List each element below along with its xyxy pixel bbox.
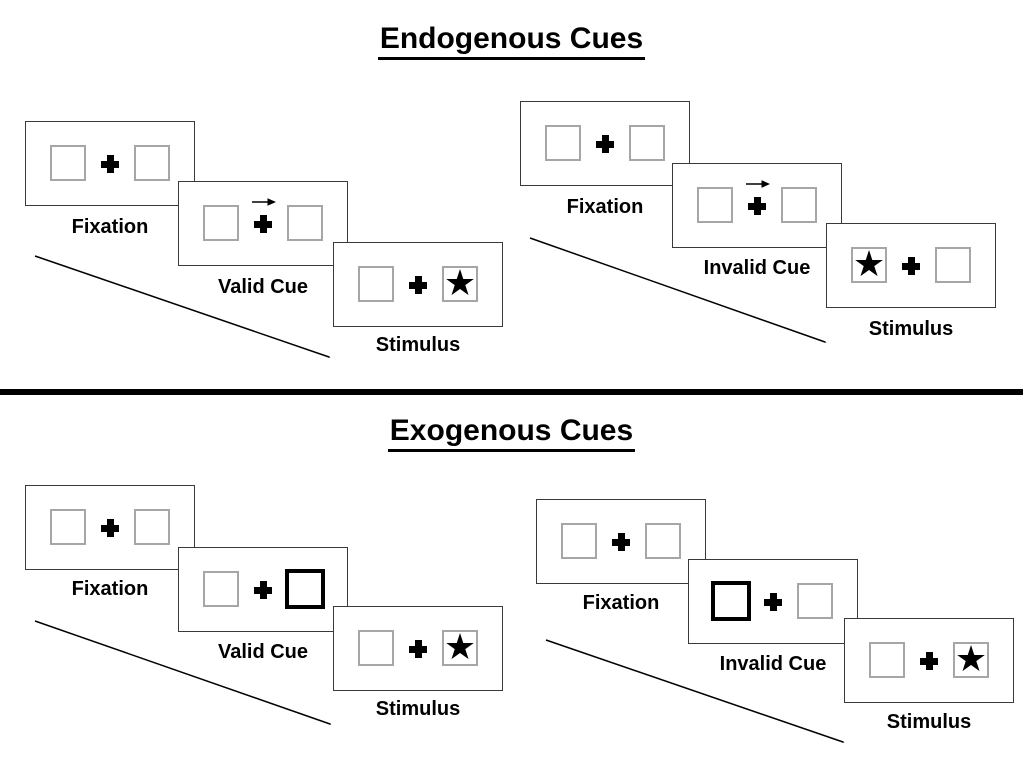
right-arrow-cue-icon xyxy=(252,198,276,206)
fixation-cross-icon xyxy=(920,652,938,670)
fixation-label: Fixation xyxy=(71,216,149,238)
left-box xyxy=(203,205,239,241)
fixation-cross-icon xyxy=(748,197,766,215)
valid-cue-label: Valid Cue xyxy=(217,276,309,298)
section-divider xyxy=(0,389,1023,395)
fixation-cross-icon xyxy=(409,640,427,658)
right-box xyxy=(645,523,681,559)
left-box-cue-highlight xyxy=(711,581,751,621)
fixation-panel xyxy=(536,499,706,584)
right-box xyxy=(629,125,665,161)
stimulus-panel: ★ xyxy=(333,606,503,691)
left-box xyxy=(358,266,394,302)
fixation-panel xyxy=(25,485,195,570)
fixation-cross-icon xyxy=(409,276,427,294)
right-box xyxy=(797,583,833,619)
timeline-arrow-endogenous-invalid xyxy=(529,237,825,342)
fixation-cross-icon xyxy=(101,155,119,173)
stimulus-panel: ★ xyxy=(826,223,996,308)
stimulus-label: Stimulus xyxy=(375,334,461,356)
right-arrow-cue-icon xyxy=(746,180,770,188)
star-stimulus-icon: ★ xyxy=(954,639,988,680)
valid-cue-label: Valid Cue xyxy=(217,641,309,663)
right-box xyxy=(781,187,817,223)
fixation-label: Fixation xyxy=(71,578,149,600)
left-box xyxy=(50,145,86,181)
stimulus-label: Stimulus xyxy=(886,711,972,733)
fixation-cross-icon xyxy=(254,215,272,233)
right-box xyxy=(935,247,971,283)
left-box xyxy=(561,523,597,559)
right-box-with-star: ★ xyxy=(442,266,478,302)
invalid-cue-label: Invalid Cue xyxy=(703,257,811,279)
stimulus-label: Stimulus xyxy=(375,698,461,720)
invalid-cue-panel xyxy=(672,163,842,248)
left-box xyxy=(358,630,394,666)
right-box-cue-highlight xyxy=(285,569,325,609)
timeline-arrow-endogenous-valid xyxy=(34,255,329,357)
fixation-cross-icon xyxy=(902,257,920,275)
fixation-label: Fixation xyxy=(582,592,660,614)
star-stimulus-icon: ★ xyxy=(852,244,886,285)
fixation-panel xyxy=(520,101,690,186)
invalid-cue-panel xyxy=(688,559,858,644)
fixation-cross-icon xyxy=(101,519,119,537)
valid-cue-panel xyxy=(178,181,348,266)
left-box xyxy=(545,125,581,161)
exogenous-section-title: Exogenous Cues xyxy=(0,414,1023,452)
fixation-cross-icon xyxy=(764,593,782,611)
invalid-cue-label: Invalid Cue xyxy=(719,653,827,675)
valid-cue-panel xyxy=(178,547,348,632)
star-stimulus-icon: ★ xyxy=(443,627,477,668)
right-box-with-star: ★ xyxy=(953,642,989,678)
fixation-label: Fixation xyxy=(566,196,644,218)
timeline-arrow-exogenous-valid xyxy=(34,620,330,724)
right-box xyxy=(287,205,323,241)
left-box-with-star: ★ xyxy=(851,247,887,283)
right-box xyxy=(134,145,170,181)
stimulus-panel: ★ xyxy=(844,618,1014,703)
stimulus-label: Stimulus xyxy=(868,318,954,340)
fixation-cross-icon xyxy=(254,581,272,599)
stimulus-panel: ★ xyxy=(333,242,503,327)
fixation-cross-icon xyxy=(612,533,630,551)
endogenous-section-title: Endogenous Cues xyxy=(0,22,1023,60)
right-box-with-star: ★ xyxy=(442,630,478,666)
star-stimulus-icon: ★ xyxy=(443,263,477,304)
left-box xyxy=(697,187,733,223)
left-box xyxy=(203,571,239,607)
fixation-panel xyxy=(25,121,195,206)
left-box xyxy=(869,642,905,678)
left-box xyxy=(50,509,86,545)
timeline-arrow-exogenous-invalid xyxy=(545,639,843,742)
right-box xyxy=(134,509,170,545)
fixation-cross-icon xyxy=(596,135,614,153)
